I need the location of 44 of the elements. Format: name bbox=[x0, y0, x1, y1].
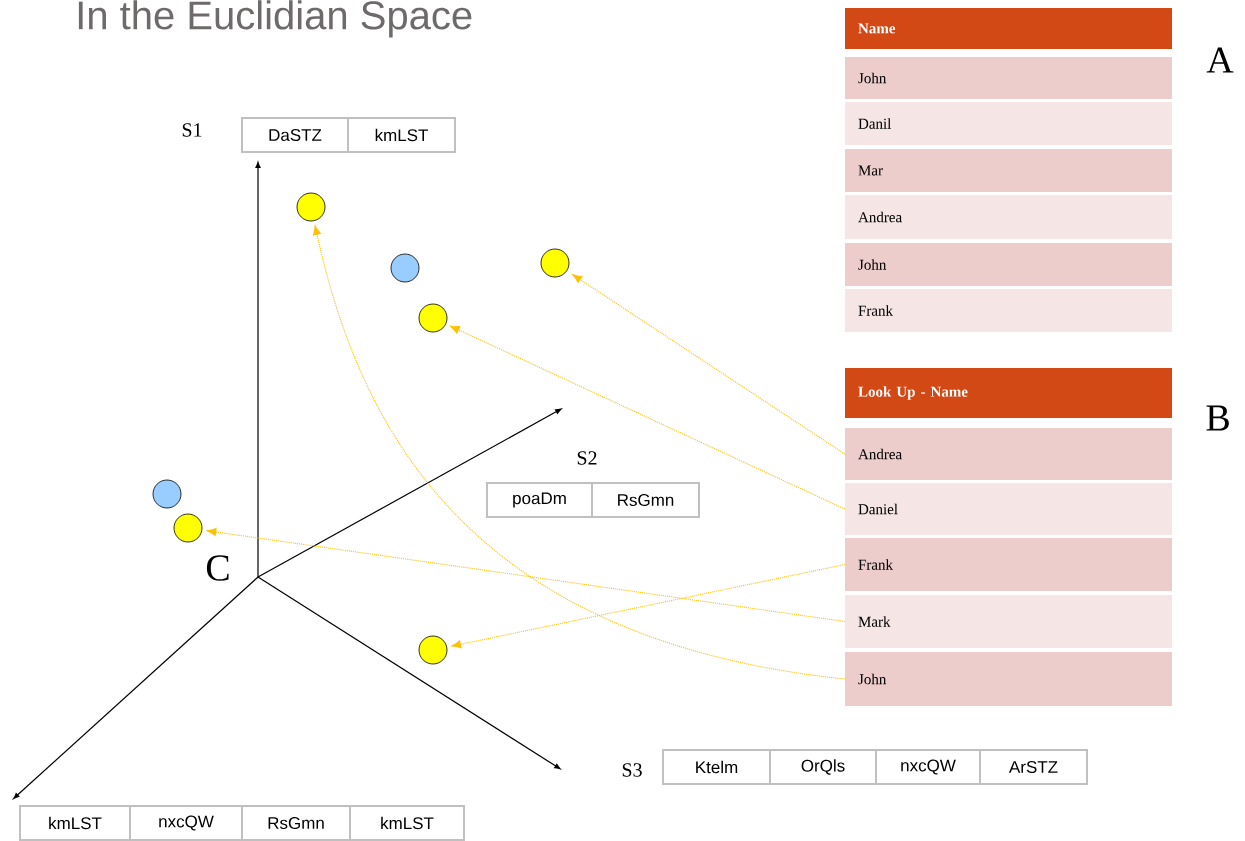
table-header-cell: Name bbox=[845, 8, 1172, 49]
table-cell: John bbox=[845, 57, 1172, 99]
table-cell: Frank bbox=[845, 538, 1172, 591]
data-point bbox=[418, 303, 448, 333]
table-header-cell: Look Up - Name bbox=[845, 368, 1172, 418]
table-cell: John bbox=[845, 243, 1172, 286]
axis-letter: B bbox=[1206, 405, 1229, 431]
axis-value-cell: nxcQW bbox=[129, 805, 243, 841]
axis-value-cell: DaSTZ bbox=[241, 117, 349, 153]
axis-value-cell: poaDm bbox=[486, 482, 593, 518]
axis-letter: S2 bbox=[577, 451, 597, 465]
axis-value-cell: kmLST bbox=[347, 117, 456, 153]
axis-value-cell: ArSTZ bbox=[979, 749, 1088, 785]
axis-letter: C bbox=[206, 555, 229, 581]
data-point bbox=[152, 479, 182, 509]
axis-value-cell: kmLST bbox=[349, 805, 465, 841]
axis-value-cell: Ktelm bbox=[662, 749, 771, 785]
arrow bbox=[450, 325, 846, 510]
axis-value-cell: RsGmn bbox=[591, 482, 700, 518]
table-cell: Andrea bbox=[845, 195, 1172, 239]
arrow bbox=[451, 563, 846, 649]
data-point bbox=[540, 248, 570, 278]
axis-value-cell: OrQls bbox=[769, 749, 877, 785]
axis-value-cell: kmLST bbox=[19, 805, 131, 841]
data-point bbox=[418, 635, 448, 665]
table-cell: John bbox=[845, 652, 1172, 706]
data-point bbox=[390, 253, 420, 283]
data-point bbox=[296, 192, 326, 222]
table-cell: Andrea bbox=[845, 428, 1172, 480]
arrow bbox=[313, 225, 846, 680]
title: In the Euclidian Space bbox=[78, 0, 472, 38]
table-cell: Mar bbox=[845, 149, 1172, 192]
axis-letter: S1 bbox=[182, 123, 202, 137]
axis-value-cell: nxcQW bbox=[875, 749, 981, 785]
table-cell: Mark bbox=[845, 595, 1172, 648]
axis-value-cell: RsGmn bbox=[241, 805, 351, 841]
arrow bbox=[206, 527, 846, 623]
axis-letter: A bbox=[1206, 47, 1234, 73]
axis-letter: S3 bbox=[622, 763, 642, 777]
table-cell: Danil bbox=[845, 102, 1172, 145]
table-cell: Frank bbox=[845, 289, 1172, 332]
table-cell: Daniel bbox=[845, 483, 1172, 535]
arrow bbox=[572, 274, 846, 455]
data-point bbox=[173, 513, 203, 543]
